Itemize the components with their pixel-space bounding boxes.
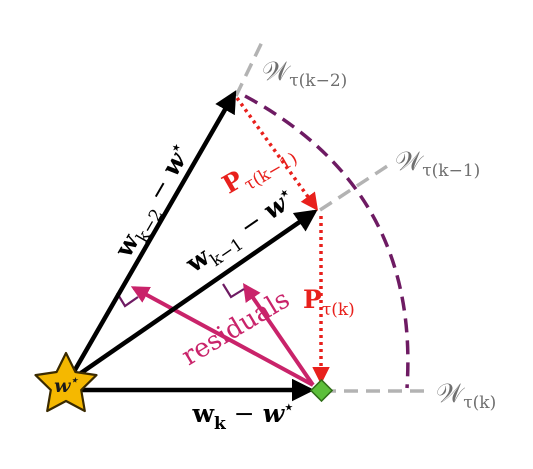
vector-arrow-k1 bbox=[66, 209, 318, 384]
subspace-label-k: 𝒲τ(k) bbox=[436, 379, 496, 413]
projection-arrow-1 bbox=[235, 96, 319, 211]
subspace-label-k2: 𝒲τ(k−2) bbox=[262, 57, 347, 91]
vector-label-k2: wk−2 − w⋆ bbox=[108, 139, 202, 266]
right-angle-mark-1 bbox=[116, 292, 139, 308]
vector-arrow-k2 bbox=[66, 90, 237, 384]
residuals-label: residuals bbox=[177, 284, 295, 372]
projection-arc bbox=[244, 94, 410, 389]
right-angle-mark-2 bbox=[222, 283, 245, 299]
subspace-line-k1 bbox=[319, 161, 393, 212]
residual-arrow-2 bbox=[242, 283, 315, 387]
residual-arrow-1 bbox=[130, 286, 314, 387]
projection-label-2: Pτ(k) bbox=[303, 285, 355, 320]
vector-label-k: wk − w⋆ bbox=[191, 398, 293, 434]
subspace-line-k2 bbox=[234, 41, 264, 97]
optimum-star-icon bbox=[34, 351, 98, 413]
subspace-label-k1: 𝒲τ(k−1) bbox=[395, 147, 480, 181]
current-iterate-marker bbox=[309, 378, 334, 403]
optimum-star-label: w⋆ bbox=[54, 373, 79, 397]
